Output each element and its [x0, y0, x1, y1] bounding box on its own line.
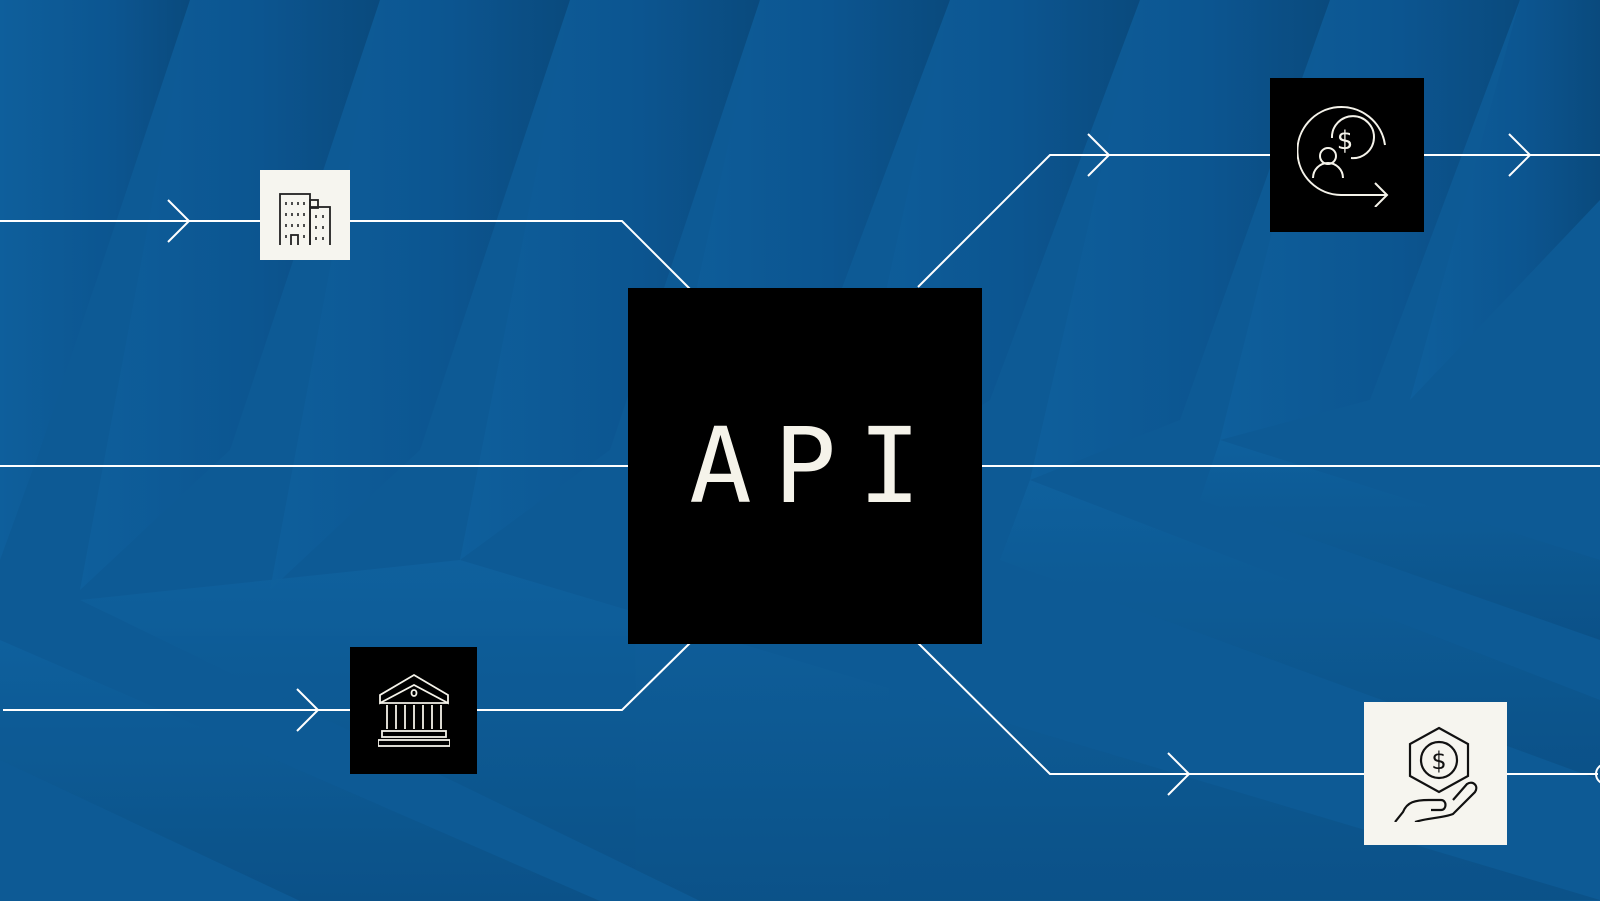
user-dollar-cycle-icon: $ [1297, 106, 1389, 207]
receive-funds-node[interactable]: $ [1364, 702, 1507, 845]
company-node[interactable] [260, 170, 350, 260]
arrow-icon [296, 688, 320, 732]
api-label: API [689, 405, 943, 527]
hand-dollar-coin-icon: $ [1393, 726, 1477, 822]
edge-api-to-receive [917, 642, 1365, 775]
api-node[interactable]: API [628, 288, 982, 644]
edge-api-to-recurring [917, 154, 1270, 288]
edge-bank-to-api [477, 642, 691, 711]
arrow-icon [1508, 133, 1532, 177]
arrow-icon [167, 199, 191, 243]
bank-node[interactable] [350, 647, 477, 774]
office-building-icon [279, 193, 331, 245]
recurring-payment-node[interactable]: $ [1270, 78, 1424, 232]
arrow-icon [1087, 133, 1111, 177]
svg-text:$: $ [1431, 747, 1446, 775]
edge-company-to-api [350, 220, 691, 290]
svg-text:$: $ [1337, 126, 1354, 156]
arrow-icon [1167, 752, 1191, 796]
bank-institution-icon [377, 673, 450, 747]
endpoint-icon [1595, 764, 1600, 784]
